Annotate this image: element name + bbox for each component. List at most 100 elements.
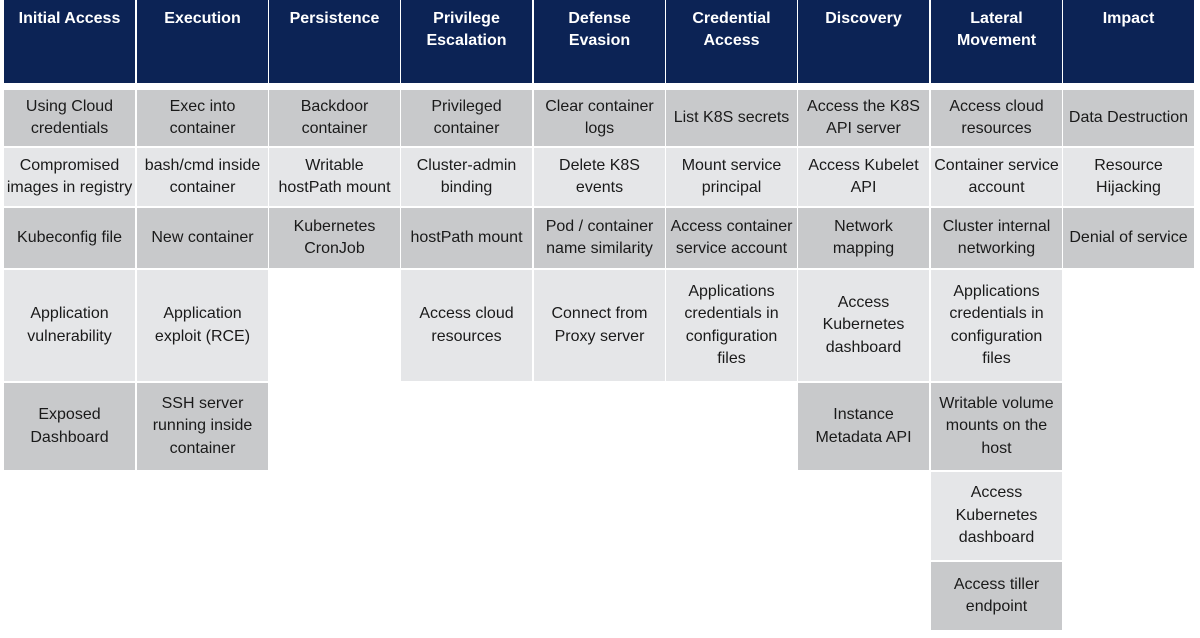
technique-label-line: Container service bbox=[934, 156, 1059, 174]
technique-label-line: Mount service bbox=[681, 156, 782, 174]
technique-label-line: Clear container bbox=[545, 97, 654, 115]
technique-label-line: endpoint bbox=[965, 598, 1028, 615]
column-header-line: Movement bbox=[956, 32, 1037, 49]
technique-label-line: container bbox=[169, 439, 236, 457]
column-header-line: Evasion bbox=[568, 32, 631, 49]
technique-cell: hostPath mount bbox=[401, 208, 532, 268]
technique-cell: Access tiller endpoint bbox=[931, 562, 1062, 630]
technique-label-line: mapping bbox=[832, 240, 895, 257]
technique-label-line: Kubernetes bbox=[955, 506, 1038, 524]
technique-cell: Mount service principal bbox=[666, 148, 797, 206]
technique-label-line: container bbox=[301, 120, 368, 137]
technique-label-line: Proxy server bbox=[554, 327, 645, 345]
technique-label-line: events bbox=[575, 179, 624, 196]
technique-label-line: Access the K8S bbox=[807, 97, 920, 115]
technique-label-line: Access tiller bbox=[953, 575, 1040, 593]
technique-label-line: files bbox=[982, 350, 1011, 367]
technique-label-line: List K8S secrets bbox=[673, 108, 790, 126]
technique-label-line: Pod / container bbox=[545, 217, 654, 235]
technique-label-line: Dashboard bbox=[30, 428, 109, 446]
technique-label-line: principal bbox=[701, 179, 762, 196]
technique-label-line: Using Cloud bbox=[25, 97, 114, 115]
technique-label-line: running inside bbox=[152, 417, 253, 435]
column-header: Initial Access bbox=[4, 0, 135, 83]
column-header: Impact bbox=[1063, 0, 1194, 83]
technique-cell: Using Cloud credentials bbox=[4, 90, 135, 146]
technique-label-line: API bbox=[850, 179, 877, 196]
technique-label-line: Kubernetes bbox=[822, 316, 905, 334]
column-header-line: Discovery bbox=[825, 10, 902, 27]
column-header-line: Persistence bbox=[289, 10, 380, 27]
technique-label-line: logs bbox=[584, 120, 615, 137]
technique-label-line: Connect from bbox=[551, 305, 648, 322]
technique-label-line: vulnerability bbox=[27, 327, 112, 345]
technique-cell: Application vulnerability bbox=[4, 270, 135, 381]
column-header-line: Credential bbox=[692, 10, 771, 27]
technique-label-line: Data Destruction bbox=[1068, 108, 1189, 126]
technique-label-line: CronJob bbox=[304, 240, 365, 257]
technique-label-line: Exec into bbox=[169, 97, 236, 115]
technique-cell: Clear container logs bbox=[534, 90, 665, 146]
technique-label-line: Access Kubelet bbox=[808, 156, 919, 174]
technique-label-line: credentials bbox=[30, 120, 109, 137]
technique-label-line: Backdoor bbox=[300, 97, 369, 115]
technique-label-line: bash/cmd inside bbox=[144, 156, 261, 174]
technique-label-line: Access bbox=[970, 484, 1023, 502]
technique-label-line: dashboard bbox=[825, 338, 902, 356]
technique-label-line: Application bbox=[30, 305, 109, 322]
technique-label-line: Access container bbox=[670, 217, 793, 235]
technique-label-line: Network bbox=[834, 217, 893, 235]
technique-label-line: images in registry bbox=[6, 179, 133, 196]
technique-label-line: files bbox=[717, 350, 746, 367]
technique-label-line: Hijacking bbox=[1096, 179, 1161, 196]
column-header-line: Defense bbox=[568, 10, 631, 27]
technique-label-line: credentials in bbox=[949, 305, 1044, 322]
technique-label-line: hostPath mount bbox=[410, 228, 523, 246]
technique-label-line: Kubernetes bbox=[293, 217, 376, 235]
technique-label-line: resources bbox=[431, 327, 502, 345]
technique-label-line: Resource bbox=[1094, 156, 1163, 174]
technique-cell: Backdoor container bbox=[269, 90, 400, 146]
column-header-line: Initial Access bbox=[18, 10, 121, 27]
technique-cell: Denial of service bbox=[1063, 208, 1194, 268]
technique-label-line: exploit (RCE) bbox=[154, 327, 251, 345]
technique-label-line: Applications bbox=[688, 282, 775, 300]
technique-label-line: networking bbox=[957, 240, 1036, 257]
column-header-line: Access bbox=[703, 32, 760, 49]
technique-label-line: container bbox=[169, 120, 236, 137]
technique-label-line: Instance bbox=[833, 406, 894, 423]
technique-label-line: name similarity bbox=[546, 240, 653, 257]
column-header-line: Escalation bbox=[426, 32, 507, 49]
technique-label-line: New container bbox=[151, 228, 254, 246]
technique-cell: List K8S secrets bbox=[666, 90, 797, 146]
technique-label-line: Cluster internal bbox=[942, 217, 1051, 235]
technique-cell: Delete K8S events bbox=[534, 148, 665, 206]
column-header: Execution bbox=[137, 0, 268, 83]
technique-label-line: Denial of service bbox=[1069, 228, 1188, 246]
technique-label-line: account bbox=[968, 179, 1025, 196]
technique-label-line: Delete K8S bbox=[559, 156, 640, 174]
technique-label-line: Exposed bbox=[38, 406, 101, 423]
technique-cell: Pod / container name similarity bbox=[534, 208, 665, 268]
